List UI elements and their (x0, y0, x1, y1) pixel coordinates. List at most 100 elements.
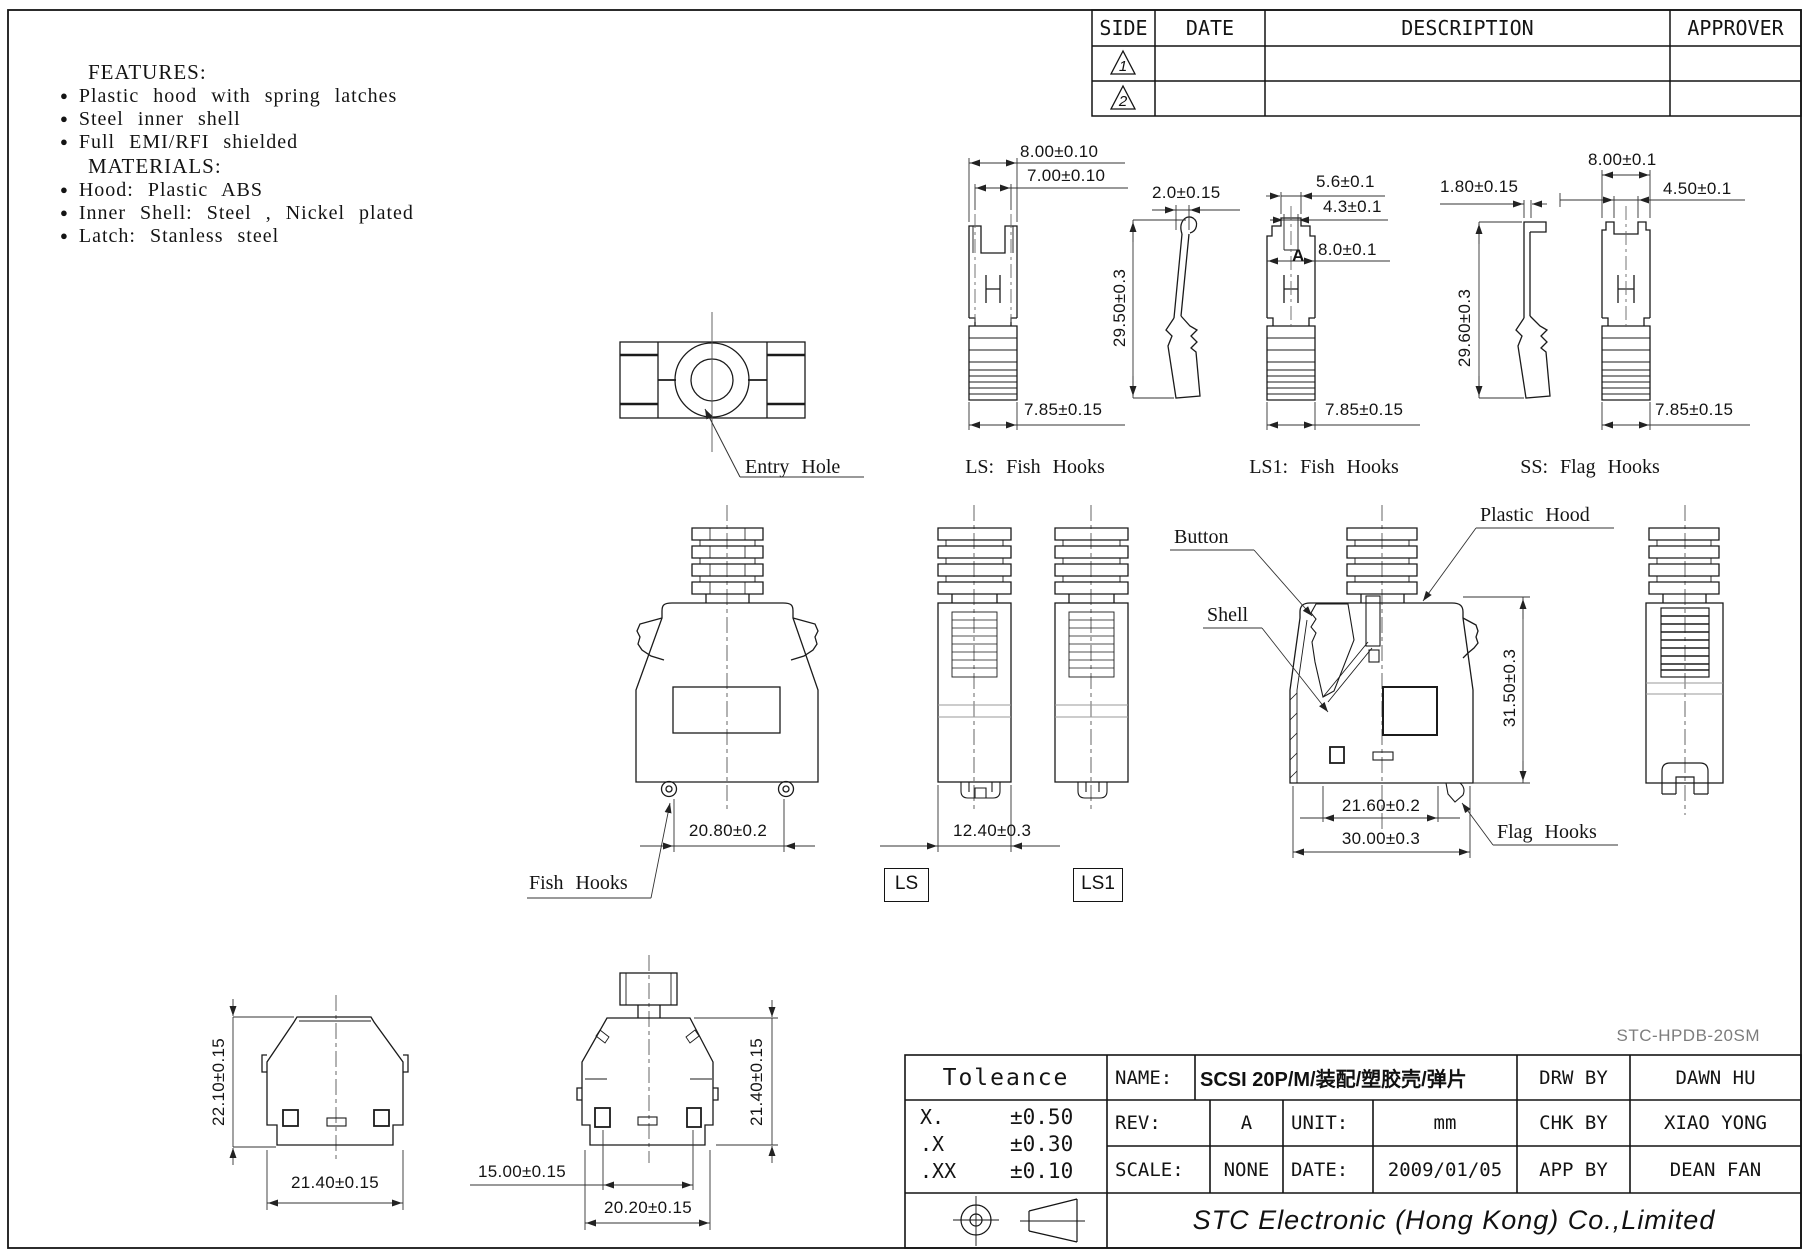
ls-hook-profile (1165, 216, 1201, 399)
app-by-value: DEAN FAN (1669, 1158, 1762, 1181)
feature-item: ●Plastic hood with spring latches (60, 85, 398, 107)
date-value: 2009/01/05 (1387, 1158, 1503, 1181)
name-value: SCSI 20P/M/装配/塑胶壳/弹片 (1200, 1069, 1467, 1091)
ss-hood-profile (1601, 206, 1651, 401)
ss-side-view (1645, 505, 1724, 815)
dim-ls-outer-width: 8.00±0.10 (1020, 142, 1099, 161)
ls1-side-view (1054, 505, 1129, 812)
dim-front-width: 20.80±0.2 (688, 821, 768, 840)
materials-title: MATERIALS: (88, 154, 222, 178)
bullet-icon: ● (60, 205, 69, 220)
front-view (635, 505, 819, 812)
feature-item: ●Full EMI/RFI shielded (60, 131, 299, 153)
drw-by-label: DRW BY (1539, 1066, 1608, 1089)
material-item: ●Inner Shell: Steel , Nickel plated (60, 202, 414, 224)
dim-bottom1-width: 21.40±0.15 (291, 1173, 379, 1192)
tolerance-2-label: .X (920, 1132, 945, 1156)
unit-label: UNIT: (1291, 1112, 1349, 1134)
dim-bottom2-width: 20.20±0.15 (604, 1198, 692, 1217)
dim-side-width: 12.40±0.3 (953, 821, 1032, 840)
bullet-icon: ● (60, 88, 69, 103)
unit-value: mm (1433, 1112, 1457, 1134)
dim-cutaway-height: 31.50±0.3 (1500, 648, 1519, 728)
features-title: FEATURES: (88, 60, 207, 84)
tolerance-title: Toleance (942, 1064, 1070, 1091)
scale-value: NONE (1223, 1158, 1270, 1181)
bottom-view-2 (576, 955, 719, 1163)
tolerance-3-value: ±0.10 (1010, 1159, 1074, 1183)
rev-label: REV: (1115, 1112, 1161, 1134)
tolerance-1-value: ±0.50 (1010, 1105, 1074, 1129)
entry-hole-view (619, 312, 864, 478)
dim-bottom2-pitch: 15.00±0.15 (478, 1162, 566, 1181)
drw-by-value: DAWN HU (1675, 1066, 1756, 1089)
ls1-view-label: LS1: Fish Hooks (1249, 456, 1399, 478)
company-name: STC Electronic (Hong Kong) Co.,Limited (1192, 1205, 1716, 1235)
rev-col-approver: APPROVER (1687, 16, 1784, 40)
bullet-icon: ● (60, 111, 69, 126)
dim-ls1-height: 29.60±0.3 (1455, 288, 1474, 368)
bullet-icon: ● (60, 228, 69, 243)
scale-label: SCALE: (1115, 1158, 1184, 1181)
dim-bottom2-height: 21.40±0.15 (747, 1038, 766, 1126)
dim-cutaway-inner-width: 21.60±0.2 (1341, 796, 1421, 815)
part-number: STC-HPDB-20SM (1616, 1026, 1760, 1045)
notes-block: FEATURES: ●Plastic hood with spring latc… (60, 60, 414, 248)
ls-side-view (937, 505, 1012, 812)
ls1-hook-profile (1515, 221, 1551, 399)
revision-table-grid (1091, 9, 1802, 117)
dim-ls1-body-width: 8.0±0.1 (1318, 240, 1377, 259)
date-label: DATE: (1291, 1158, 1349, 1181)
ss-view-label: SS: Flag Hooks (1520, 456, 1660, 478)
fish-hooks-label: Fish Hooks (529, 872, 628, 894)
dim-ls1-boot-width: 7.85±0.15 (1325, 400, 1404, 419)
detail-a-label: A (1292, 246, 1305, 265)
tolerance-3-label: .XX (920, 1159, 957, 1183)
flag-hooks-label: Flag Hooks (1497, 821, 1597, 843)
button-label: Button (1174, 526, 1229, 548)
front-view-dimensions (527, 799, 815, 899)
app-by-label: APP BY (1539, 1158, 1608, 1181)
revision-1-marker: 1 (1118, 58, 1128, 75)
tolerance-1-label: X. (920, 1105, 945, 1129)
bottom-view-1 (261, 995, 409, 1163)
ls1-dimension-lines (1266, 192, 1547, 430)
chk-by-label: CHK BY (1539, 1112, 1608, 1134)
ls-view-label: LS: Fish Hooks (965, 456, 1105, 478)
dim-ls-boot-width: 7.85±0.15 (1024, 400, 1103, 419)
rev-value: A (1240, 1112, 1253, 1134)
ss-dimension-lines (1559, 170, 1750, 430)
bottom-view-1-dimensions (229, 999, 404, 1210)
material-item: ●Hood: Plastic ABS (60, 179, 263, 201)
dim-ls-inner-width: 7.00±0.10 (1027, 166, 1106, 185)
rev-col-side: SIDE (1099, 16, 1148, 40)
name-label: NAME: (1115, 1066, 1173, 1089)
ls-side-dimensions (880, 785, 1060, 852)
ls1-tag: LS1 (1073, 868, 1123, 902)
dim-ls-height: 29.50±0.3 (1110, 268, 1129, 348)
dim-ls1-hook-thickness: 1.80±0.15 (1440, 177, 1519, 196)
cutaway-dimensions (1170, 527, 1618, 858)
title-block-grid (904, 1054, 1802, 1249)
dim-ss-inner-width: 4.50±0.1 (1663, 179, 1732, 198)
dim-bottom1-height: 22.10±0.15 (209, 1038, 228, 1126)
ls-dimension-lines (968, 158, 1240, 430)
shell-label: Shell (1207, 604, 1249, 626)
dim-ls-hook-thickness: 2.0±0.15 (1152, 183, 1221, 202)
tolerance-2-value: ±0.30 (1010, 1132, 1074, 1156)
ls1-hood-profile (1266, 206, 1316, 401)
feature-item: ●Steel inner shell (60, 108, 241, 130)
material-item: ●Latch: Stanless steel (60, 225, 280, 247)
dim-cutaway-outer-width: 30.00±0.3 (1341, 829, 1421, 848)
cutaway-view (1289, 505, 1479, 830)
dim-ls1-inner-width: 4.3±0.1 (1323, 197, 1382, 216)
bottom-view-2-dimensions (470, 1000, 778, 1230)
bullet-icon: ● (60, 134, 69, 149)
bullet-icon: ● (60, 182, 69, 197)
projection-symbols (953, 1196, 1085, 1246)
ls-hood-profile (968, 214, 1018, 401)
rev-col-description: DESCRIPTION (1401, 16, 1534, 40)
plastic-hood-label: Plastic Hood (1480, 504, 1590, 526)
